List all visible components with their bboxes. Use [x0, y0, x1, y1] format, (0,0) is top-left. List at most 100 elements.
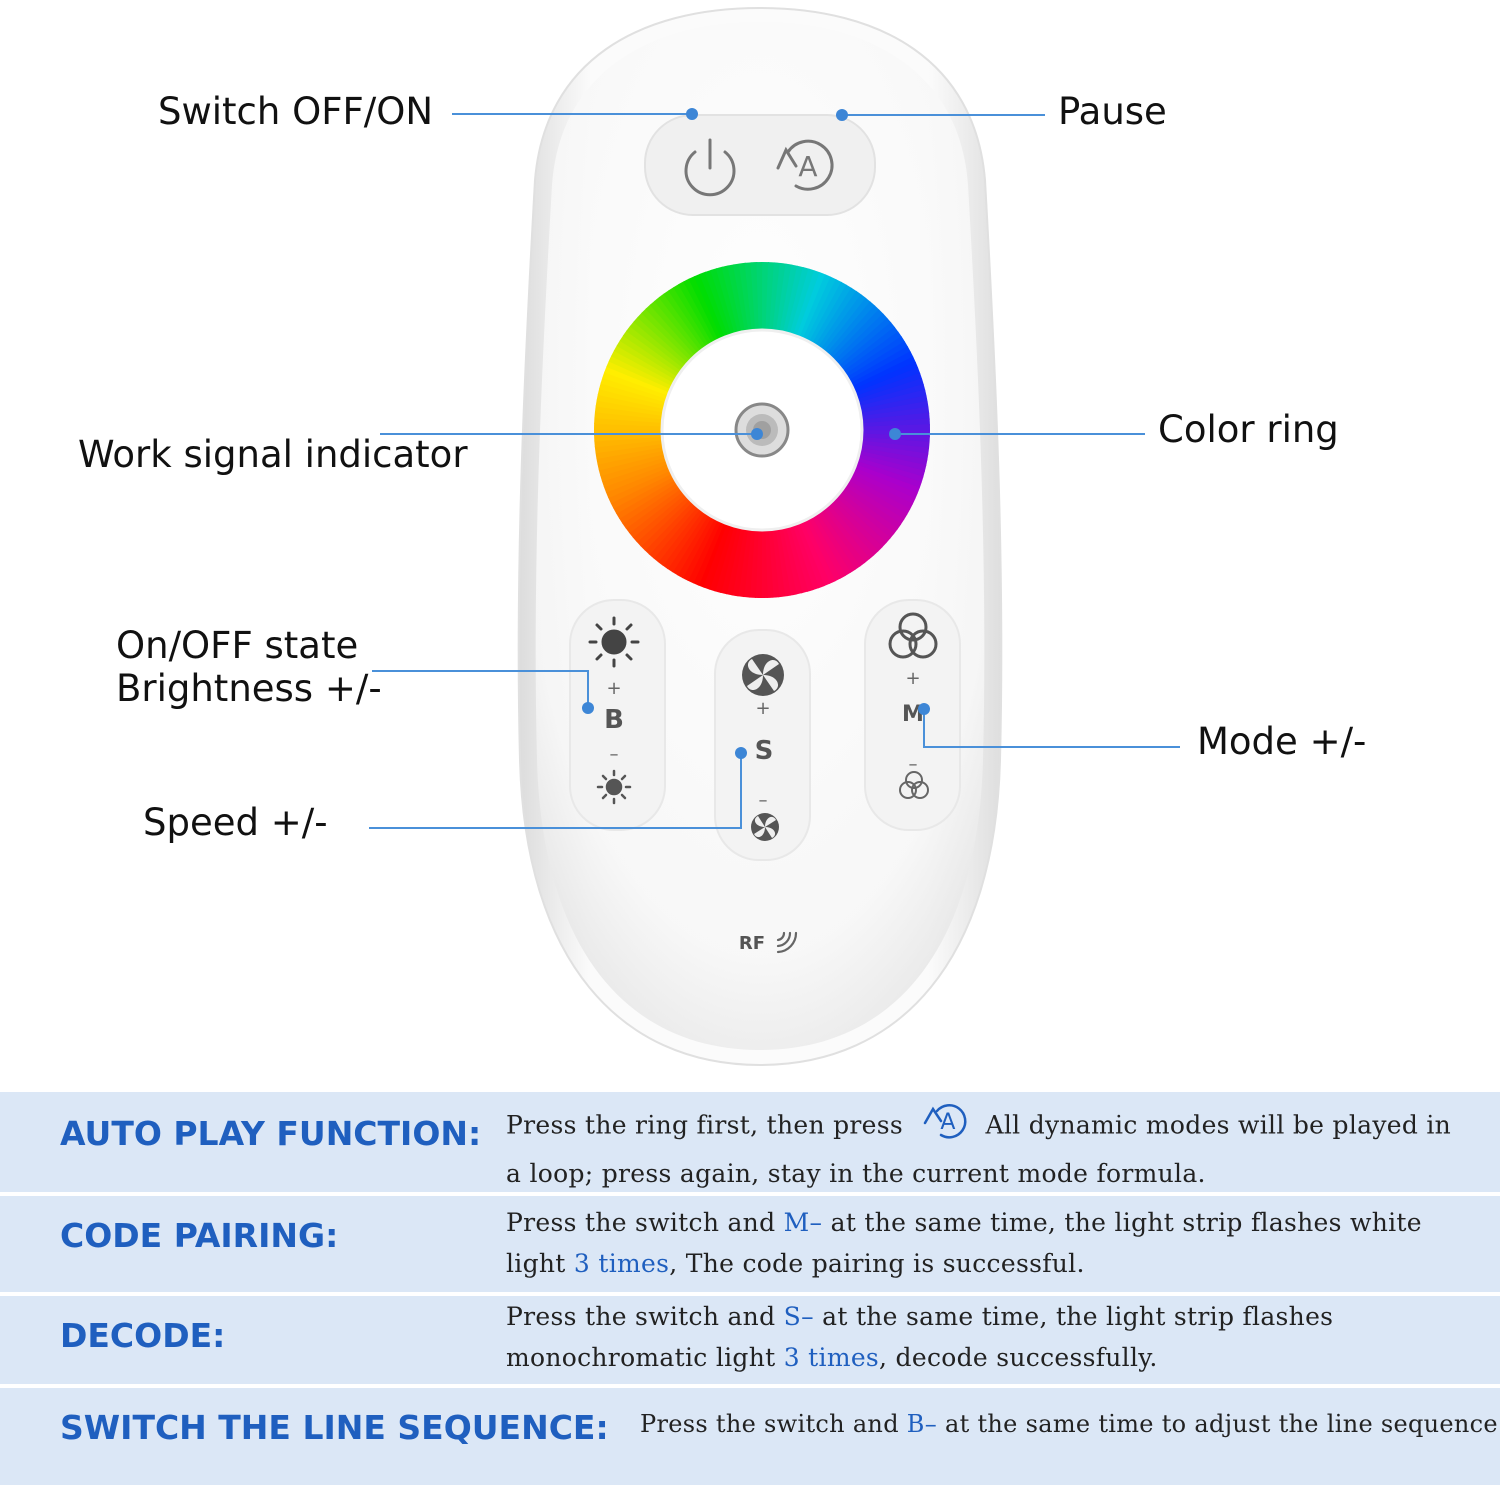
color-ring-segment [789, 268, 816, 336]
color-ring-segment [654, 296, 702, 354]
auto-play-text-1: Press the ring first, then press [506, 1110, 904, 1140]
color-ring-segment [782, 527, 803, 595]
code-pairing-key: M– [783, 1208, 823, 1237]
color-ring-segment [715, 266, 739, 334]
color-ring-segment [823, 297, 872, 354]
color-ring-segment [801, 519, 836, 585]
decode-count: 3 times [783, 1343, 880, 1372]
color-ring-segment [597, 388, 666, 410]
color-ring-segment [727, 264, 746, 333]
color-ring-segment [846, 480, 908, 521]
color-ring-segment [820, 508, 866, 567]
color-ring-segment [859, 395, 928, 414]
color-ring-segment [844, 336, 906, 378]
color-ring-segment [618, 482, 680, 524]
color-ring-segment [826, 301, 876, 357]
color-ring-segment [785, 526, 809, 594]
color-ring-segment [641, 308, 694, 361]
color-ring-segment [861, 406, 930, 421]
callout-color-ring: Color ring [1158, 408, 1339, 451]
color-ring-segment [853, 361, 919, 394]
color-ring-segment [817, 290, 862, 350]
top-button-panel [644, 114, 876, 216]
pinwheel-small-icon [751, 813, 779, 841]
auto-play-title: AUTO PLAY FUNCTION: [60, 1114, 482, 1153]
auto-play-text-2: All dynamic modes will be played in a lo… [506, 1110, 1452, 1189]
color-ring-segment [596, 446, 665, 465]
row-decode: DECODE: Press the switch and S– at the s… [0, 1296, 1500, 1384]
rf-label: RF [739, 933, 765, 954]
color-ring-segment [828, 501, 879, 556]
color-ring-segment [795, 522, 825, 589]
color-ring-segment [817, 510, 861, 571]
color-ring-segment [805, 518, 841, 582]
color-ring-segment [835, 494, 891, 544]
callout-brightness-line1: On/OFF state [116, 624, 359, 667]
color-ring-segment [625, 488, 684, 534]
color-ring-segment [760, 529, 768, 598]
rf-icon: RF [739, 931, 798, 954]
color-ring-segment [600, 376, 668, 403]
color-ring-segment [648, 503, 698, 559]
code-pairing-count: 3 times [573, 1249, 670, 1278]
color-ring-segment [851, 356, 917, 391]
color-ring-segment [861, 412, 930, 424]
line-sequence-key: B– [906, 1410, 938, 1438]
color-ring-segment [859, 389, 927, 410]
color-ring-segment [776, 263, 793, 332]
color-ring-segment [812, 284, 853, 346]
color-ring-segment [828, 305, 880, 359]
color-ring-segment [613, 344, 676, 383]
color-ring-segment [692, 521, 725, 586]
color-ring-segment [798, 521, 831, 587]
color-ring-segment [737, 528, 752, 598]
sun-bright-icon [588, 616, 640, 668]
auto-play-description: Press the ring first, then press A All d… [506, 1101, 1466, 1194]
rings-small-icon [899, 771, 929, 799]
color-ring-segment [622, 330, 682, 375]
color-ring-segment [678, 281, 716, 344]
color-ring-segment [838, 322, 896, 370]
color-ring-segment [775, 528, 792, 597]
color-ring-segment [854, 367, 921, 397]
color-ring-segment [697, 522, 728, 588]
auto-play-inline-icon: A [917, 1101, 971, 1153]
color-ring-segment [619, 334, 680, 377]
color-ring-segment [811, 514, 851, 577]
color-ring-segment [859, 447, 928, 467]
color-ring-segment [756, 262, 764, 331]
color-ring-segment [605, 466, 671, 499]
decode-text-1: Press the switch and [506, 1302, 776, 1331]
color-ring-segment [846, 341, 909, 381]
color-ring-segment [607, 469, 673, 504]
decode-text-3: , decode successfully. [879, 1343, 1158, 1372]
work-signal-indicator [734, 402, 790, 458]
line-sequence-text-2: at the same time to adjust the line sequ… [944, 1410, 1500, 1438]
color-ring-segment [637, 312, 691, 364]
color-ring-segment [594, 436, 663, 448]
speed-panel [714, 629, 811, 861]
brightness-minus: – [610, 744, 619, 765]
color-ring-segment [799, 274, 832, 339]
color-ring-segment [830, 499, 883, 552]
color-ring-segment [848, 477, 911, 516]
line-sequence-title: SWITCH THE LINE SEQUENCE: [60, 1408, 609, 1447]
color-ring-segment [608, 355, 673, 390]
color-ring-segment [850, 351, 914, 387]
row-auto-play: AUTO PLAY FUNCTION: Press the ring first… [0, 1092, 1500, 1192]
color-ring-segment [842, 485, 902, 530]
color-ring-segment [703, 523, 732, 590]
color-ring-segment [782, 265, 804, 334]
color-ring-segment [611, 349, 675, 387]
color-ring-segment [594, 416, 663, 427]
pinwheel-icon [742, 654, 784, 696]
color-ring-segment [842, 331, 903, 375]
color-ring-segment [805, 279, 843, 343]
color-ring-segment [833, 496, 887, 548]
color-ring-segment [606, 360, 671, 393]
color-ring-segment [860, 440, 930, 455]
color-ring-segment [657, 508, 704, 566]
color-ring-segment [626, 325, 684, 372]
color-ring-segment [858, 383, 926, 407]
color-ring-segment [681, 517, 719, 581]
